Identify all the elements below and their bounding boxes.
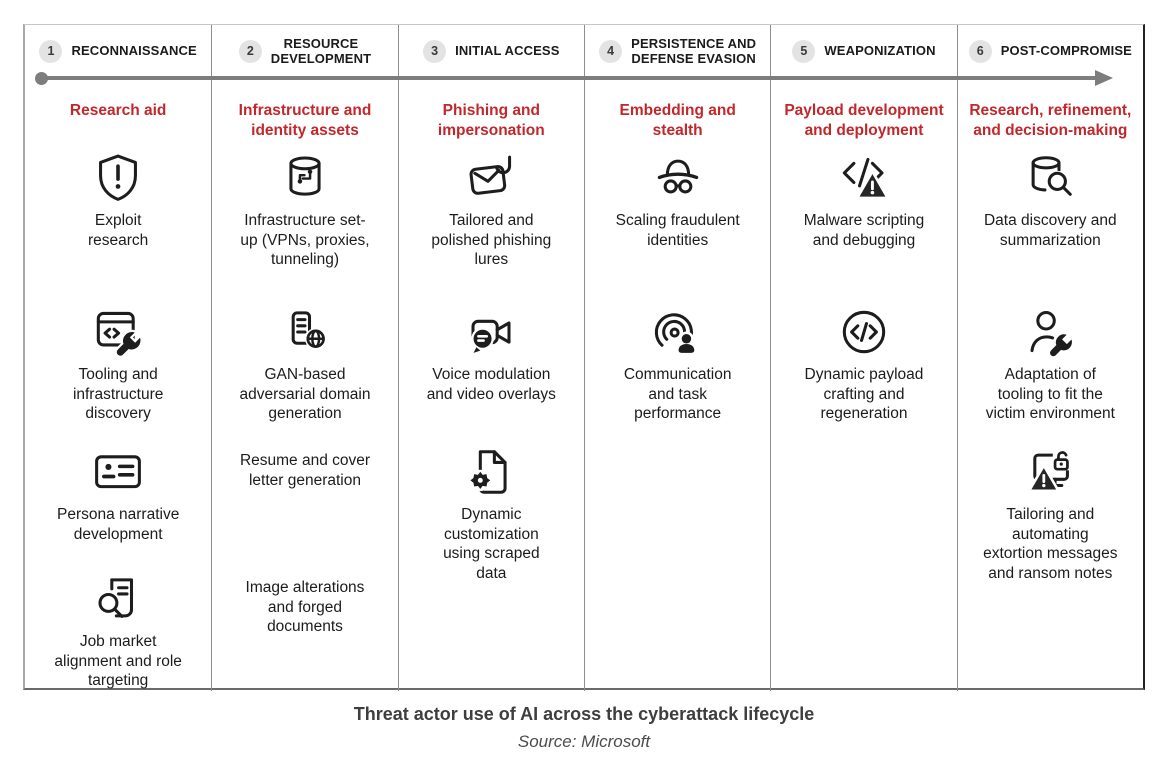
figure-caption: Threat actor use of AI across the cybera…: [353, 704, 815, 724]
stage-header: 1 RECONNAISSANCE: [25, 25, 211, 67]
lifecycle-item: Data discovery and summarization: [958, 143, 1143, 297]
item-label: Data discovery and summarization: [983, 212, 1117, 249]
lifecycle-item: Voice modulation and video overlays: [399, 297, 584, 437]
lifecycle-item: GAN-based adversarial domain generation: [212, 297, 397, 437]
stage-header: 2 RESOURCE DEVELOPMENT: [212, 25, 397, 67]
item-label: Communication and task performance: [623, 366, 732, 423]
stage-title: INITIAL ACCESS: [455, 43, 560, 59]
code-circle-icon: [837, 305, 891, 359]
item-label: Tooling and infrastructure discovery: [72, 366, 164, 423]
stage-subtitle: Research aid: [69, 102, 167, 119]
lifecycle-item: Image alterations and forged documents: [212, 564, 397, 691]
stage-subtitle: Research, refinement, and decision-makin…: [969, 102, 1132, 139]
stage-title: WEAPONIZATION: [824, 43, 936, 59]
lifecycle-item: Malware scripting and debugging: [771, 143, 956, 297]
lifecycle-item: Communication and task performance: [585, 297, 770, 437]
stage-number-badge: 5: [792, 39, 816, 63]
item-label: Scaling fraudulent identities: [615, 212, 740, 249]
stage-number-badge: 6: [968, 39, 992, 63]
item-label: Malware scripting and debugging: [803, 212, 925, 249]
stage-header: 4 PERSISTENCE AND DEFENSE EVASION: [585, 25, 770, 67]
item-label: Tailored and polished phishing lures: [431, 212, 552, 269]
stage-header: 3 INITIAL ACCESS: [399, 25, 584, 67]
database-search-icon: [1023, 151, 1077, 205]
stage-subtitle: Infrastructure and identity assets: [238, 102, 372, 139]
stage-title: PERSISTENCE AND DEFENSE EVASION: [631, 35, 757, 66]
item-label: GAN-based adversarial domain generation: [239, 366, 371, 423]
stage-number-badge: 4: [599, 39, 623, 63]
lifecycle-item: Dynamic payload crafting and regeneratio…: [771, 297, 956, 437]
code-window-wrench-icon: [91, 305, 145, 359]
lifecycle-item: Tooling and infrastructure discovery: [25, 297, 211, 437]
stage-subtitle: Phishing and impersonation: [437, 102, 545, 139]
figure-source: Source: Microsoft: [517, 732, 651, 751]
document-search-icon: [91, 572, 145, 626]
stage-column-5: 5 WEAPONIZATION Payload development and de…: [770, 25, 956, 692]
stage-number-badge: 3: [423, 39, 447, 63]
document-gear-icon: [464, 445, 518, 499]
item-label: Adaptation of tooling to fit the victim …: [985, 366, 1115, 423]
phishing-envelope-hook-icon: [464, 151, 518, 205]
lifecycle-item: Resume and cover letter generation: [212, 437, 397, 564]
item-label: Exploit research: [88, 212, 149, 249]
item-label: Resume and cover letter generation: [239, 452, 371, 489]
lifecycle-item: Infrastructure set- up (VPNs, proxies, t…: [212, 143, 397, 297]
item-label: Dynamic customization using scraped data: [443, 506, 540, 583]
person-wrench-icon: [1023, 305, 1077, 359]
stage-header: 6 POST-COMPROMISE: [958, 25, 1143, 67]
stage-title: RECONNAISSANCE: [71, 43, 197, 59]
contact-card-icon: [91, 445, 145, 499]
item-label: Infrastructure set- up (VPNs, proxies, t…: [240, 212, 370, 269]
item-label: Image alterations and forged documents: [245, 579, 365, 636]
incognito-icon: [651, 151, 705, 205]
lifecycle-item: Tailored and polished phishing lures: [399, 143, 584, 297]
stage-header: 5 WEAPONIZATION: [771, 25, 956, 67]
video-voice-bubble-icon: [464, 305, 518, 359]
lifecycle-item: Tailoring and automating extortion messa…: [958, 437, 1143, 582]
database-circuit-icon: [278, 151, 332, 205]
stage-column-4: 4 PERSISTENCE AND DEFENSE EVASION Embeddin…: [583, 25, 770, 692]
item-label: Persona narrative development: [56, 506, 180, 543]
lifecycle-item: Dynamic customization using scraped data: [399, 437, 584, 582]
stage-column-6: 6 POST-COMPROMISE Research, refinement, an…: [956, 25, 1143, 692]
lifecycle-item: Job market alignment and role targeting: [25, 564, 211, 691]
stage-column-2: 2 RESOURCE DEVELOPMENT Infrastructure and …: [211, 25, 397, 692]
stage-title: RESOURCE DEVELOPMENT: [270, 35, 372, 66]
code-warning-icon: [837, 151, 891, 205]
signal-person-icon: [651, 305, 705, 359]
stage-number-badge: 1: [39, 39, 63, 63]
item-label: Job market alignment and role targeting: [54, 633, 182, 690]
stage-column-3: 3 INITIAL ACCESS Phishing and impersonatio…: [397, 25, 584, 692]
shield-exclamation-icon: [91, 151, 145, 205]
device-globe-icon: [278, 305, 332, 359]
lifecycle-item: Exploit research: [25, 143, 211, 297]
stage-subtitle: Embedding and stealth: [619, 102, 736, 139]
item-label: Tailoring and automating extortion messa…: [983, 506, 1118, 583]
lifecycle-item: Adaptation of tooling to fit the victim …: [958, 297, 1143, 437]
stage-subtitle: Payload development and deployment: [784, 102, 944, 139]
stage-number-badge: 2: [238, 39, 262, 63]
lifecycle-item: Scaling fraudulent identities: [585, 143, 770, 297]
lifecycle-item: Persona narrative development: [25, 437, 211, 564]
item-label: Voice modulation and video overlays: [426, 366, 556, 403]
monitor-ransom-alert-icon: [1023, 445, 1077, 499]
item-label: Dynamic payload crafting and regeneratio…: [804, 366, 924, 423]
stage-title: POST-COMPROMISE: [1000, 43, 1132, 59]
